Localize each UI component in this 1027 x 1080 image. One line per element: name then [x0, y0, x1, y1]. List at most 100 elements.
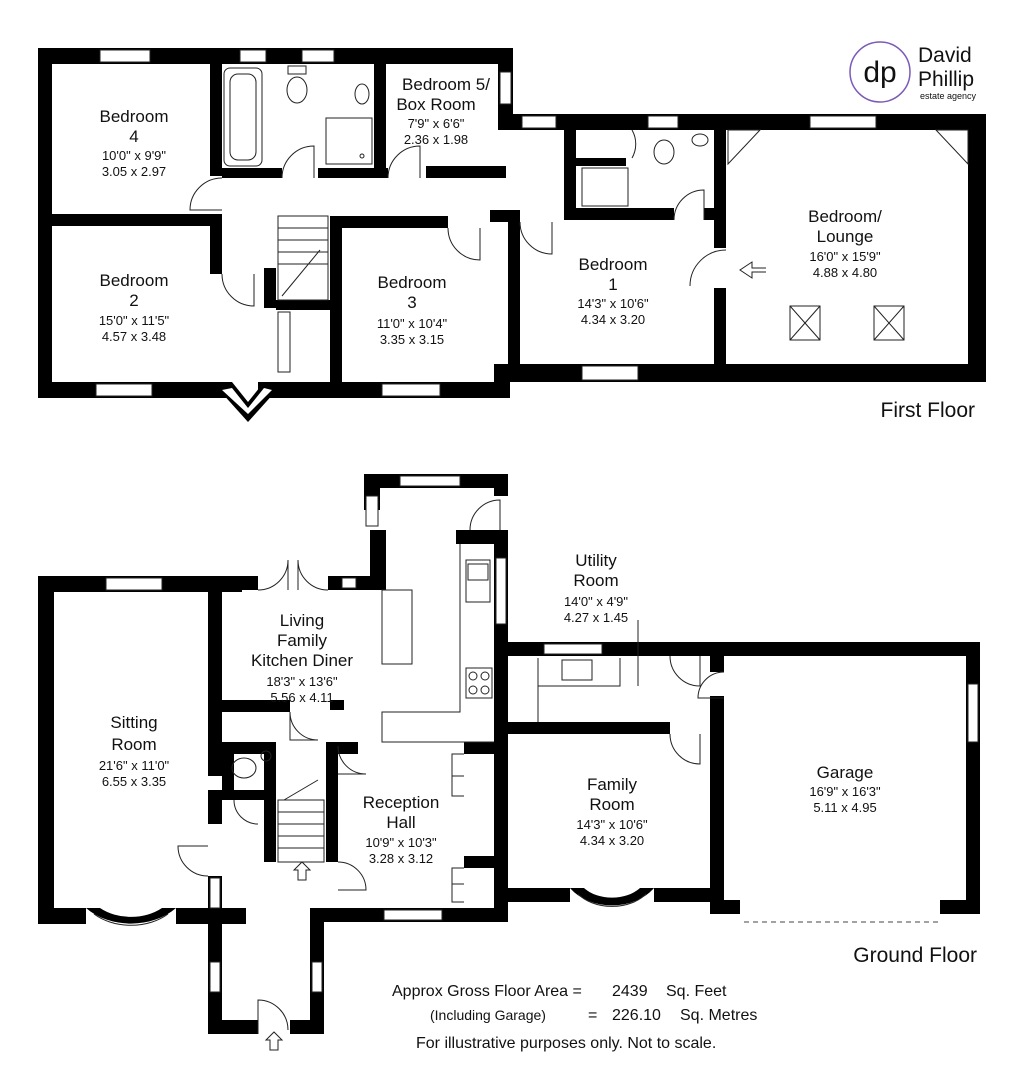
wall [222, 576, 258, 590]
wall [212, 382, 284, 422]
wall [494, 530, 508, 910]
window [399, 475, 461, 487]
svg-text:Kitchen Diner: Kitchen Diner [251, 651, 353, 670]
wall [508, 888, 570, 902]
svg-text:Utility: Utility [575, 551, 617, 570]
ground-floor-label: Ground Floor [853, 944, 977, 967]
door [697, 671, 725, 699]
room-label-utility: Utility Room 14'0" x 4'9" 4.27 x 1.45 [564, 551, 629, 625]
logo-tagline: estate agency [920, 91, 977, 101]
wall [494, 866, 508, 922]
window [95, 383, 153, 397]
svg-text:Living: Living [280, 611, 324, 630]
kitchen-sink [465, 559, 491, 603]
front-door [257, 999, 289, 1034]
wall [508, 364, 986, 382]
arrow-icon [264, 1031, 284, 1051]
svg-text:5.56 x 4.11: 5.56 x 4.11 [270, 690, 333, 705]
svg-text:Box Room: Box Room [396, 95, 475, 114]
arrow-icon [739, 261, 766, 279]
svg-text:Bedroom: Bedroom [100, 107, 169, 126]
wall [494, 474, 508, 496]
svg-text:4.27 x 1.45: 4.27 x 1.45 [564, 610, 628, 625]
staircase [277, 779, 325, 863]
wall [330, 216, 448, 228]
garage-note: (Including Garage) [430, 1007, 546, 1023]
window [495, 557, 507, 625]
area-label: Approx Gross Floor Area = [392, 983, 582, 1000]
wall [508, 722, 670, 734]
room-label-kitchen: Living Family Kitchen Diner 18'3" x 13'6… [251, 611, 353, 705]
wall [86, 908, 176, 924]
wall [38, 48, 513, 64]
svg-text:3.35 x 3.15: 3.35 x 3.15 [380, 332, 444, 347]
svg-text:Bedroom/: Bedroom/ [808, 207, 882, 226]
svg-text:1: 1 [608, 275, 617, 294]
ground-floor-plan: Living Family Kitchen Diner 18'3" x 13'6… [38, 474, 980, 1051]
room-label-lounge: Bedroom/ Lounge 16'0" x 15'9" 4.88 x 4.8… [808, 207, 882, 280]
svg-text:4.88 x 4.80: 4.88 x 4.80 [813, 265, 877, 280]
window [543, 643, 603, 655]
wall [654, 888, 724, 902]
bath [229, 73, 257, 161]
room-label-bedroom4: Bedroom 4 10'0" x 9'9" 3.05 x 2.97 [100, 107, 169, 179]
window [809, 115, 877, 129]
door [669, 733, 701, 765]
door [221, 273, 255, 307]
svg-text:16'0" x 15'9": 16'0" x 15'9" [809, 249, 881, 264]
wall [222, 700, 290, 712]
door [689, 249, 727, 287]
wall [710, 696, 724, 912]
utility-worktop [537, 658, 621, 722]
svg-text:4: 4 [129, 127, 138, 146]
wall [280, 700, 290, 712]
shower-tray [325, 117, 373, 165]
wardrobe [277, 311, 291, 373]
door [447, 227, 481, 261]
wall [508, 642, 720, 656]
window [577, 893, 647, 907]
wall [710, 642, 980, 656]
svg-text:Room: Room [111, 735, 156, 754]
window [239, 49, 267, 63]
wall [564, 130, 576, 220]
door [337, 745, 367, 775]
wall [264, 268, 276, 308]
svg-text:6.55 x 3.35: 6.55 x 3.35 [102, 774, 166, 789]
wall [276, 300, 330, 310]
area-sqm-value: 226.10 [612, 1007, 661, 1024]
svg-text:Room: Room [573, 571, 618, 590]
svg-text:10'9" x 10'3": 10'9" x 10'3" [365, 835, 437, 850]
bath [223, 67, 263, 167]
wall [330, 216, 342, 396]
svg-text:10'0" x 9'9": 10'0" x 9'9" [102, 148, 166, 163]
svg-text:Room: Room [589, 795, 634, 814]
disclaimer: For illustrative purposes only. Not to s… [416, 1035, 716, 1052]
wall [330, 700, 344, 710]
window [967, 683, 979, 743]
area-summary: Approx Gross Floor Area = 2439 Sq. Feet … [392, 983, 757, 1052]
wall [464, 742, 508, 754]
wall [290, 1020, 324, 1034]
door [233, 799, 259, 825]
svg-text:21'6" x 11'0": 21'6" x 11'0" [99, 758, 170, 773]
wall [222, 742, 274, 754]
kitchen-sink [467, 563, 489, 581]
wall [222, 168, 282, 178]
window [383, 909, 443, 921]
svg-text:Family: Family [277, 631, 328, 650]
wall [208, 1020, 258, 1034]
staircase [277, 215, 329, 301]
svg-text:Family: Family [587, 775, 638, 794]
wall [222, 790, 268, 800]
window [301, 49, 335, 63]
shower-tray [581, 167, 629, 207]
wall [210, 64, 222, 176]
svg-text:2.36 x 1.98: 2.36 x 1.98 [404, 132, 468, 147]
window [99, 49, 151, 63]
toilet [653, 139, 675, 165]
logo: dp David Phillip estate agency [849, 41, 977, 103]
svg-text:3: 3 [407, 293, 416, 312]
room-label-bedroom1: Bedroom 1 14'3" x 10'6" 4.34 x 3.20 [577, 255, 649, 327]
wall [222, 742, 234, 792]
